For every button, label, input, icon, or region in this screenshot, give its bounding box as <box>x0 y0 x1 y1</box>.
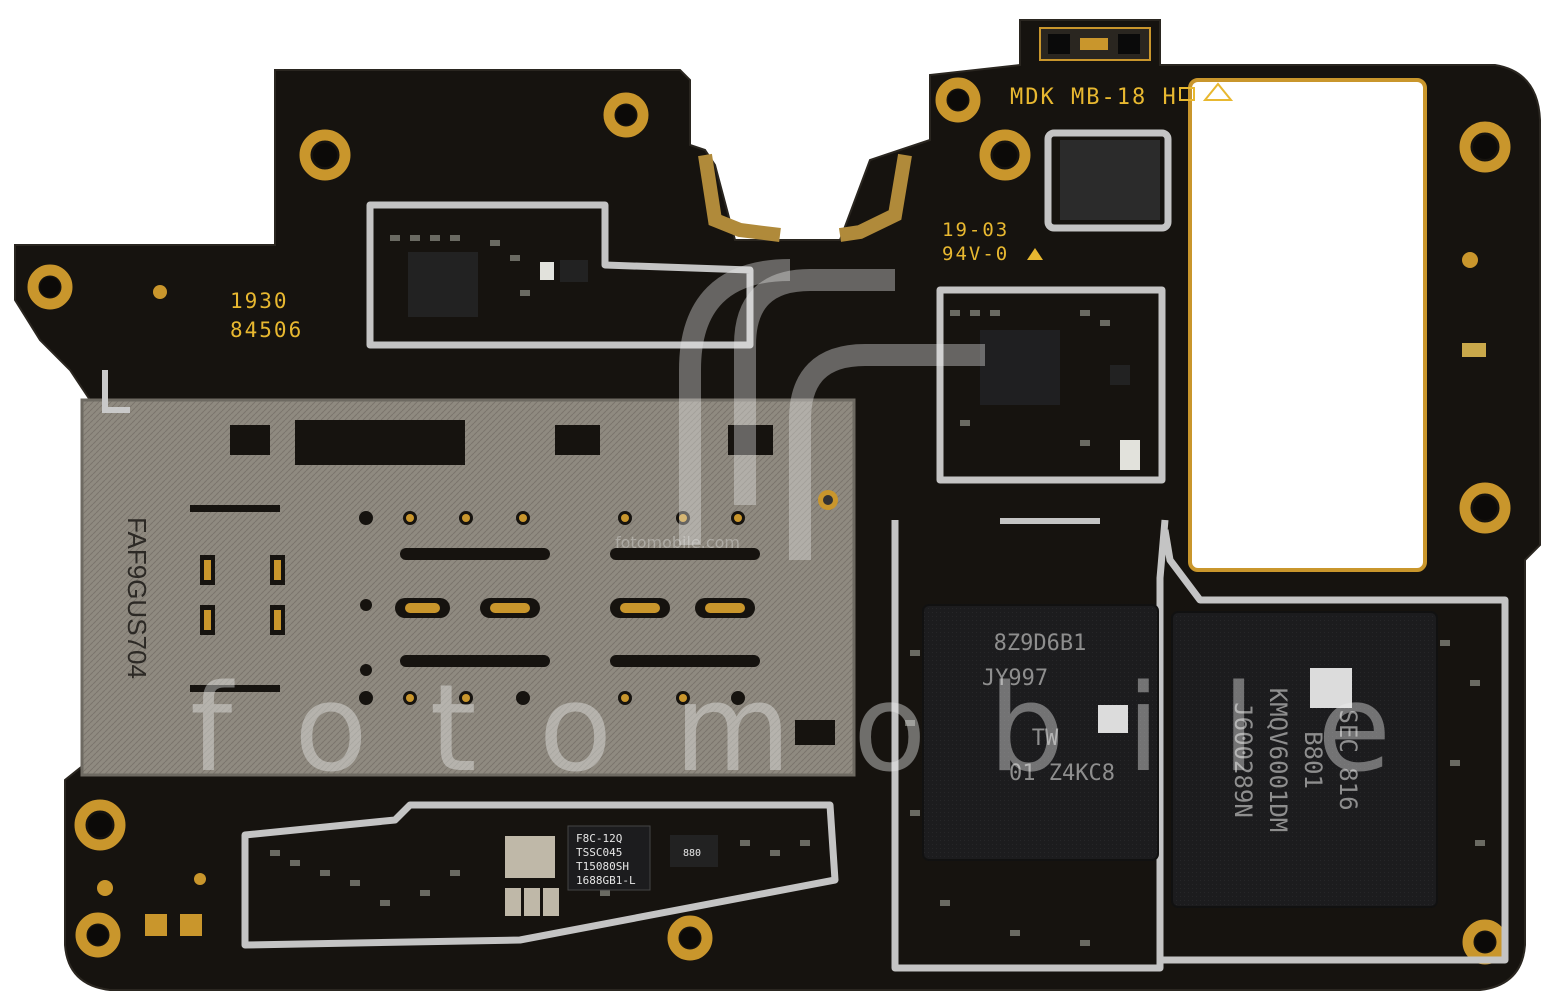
storage-chip-line-2: B801 <box>1299 731 1327 789</box>
silk-flame-rating: 94V-0 <box>942 243 1009 265</box>
ram-chip-line-3: TW <box>1032 726 1059 751</box>
rf-shields <box>241 129 1509 972</box>
pcb-cutout <box>1188 78 1427 572</box>
silk-triangle-mark <box>1202 82 1234 101</box>
pmic-chip-line-3: T15080SH <box>576 860 629 873</box>
storage-chip: SEC 816 B801 KMQV6001DM J600289N <box>1171 611 1438 908</box>
small-chip-label: 880 <box>683 848 701 859</box>
ram-chip-datamatrix <box>1098 705 1128 733</box>
storage-chip-datamatrix <box>1310 668 1352 708</box>
storage-chip-line-3: KMQV6001DM <box>1264 688 1292 833</box>
ram-chip-line-2: JY997 <box>982 666 1048 691</box>
sim-tray: FAF9GUS704 <box>80 370 856 777</box>
passive-grid <box>270 235 1485 946</box>
ram-chip-line-1: 8Z9D6B1 <box>994 631 1087 656</box>
smd-components <box>408 140 1160 916</box>
watermark-logo <box>679 259 985 560</box>
mounting-hole-centers <box>40 90 1497 952</box>
pmic-chip: F8C-12Q TSSC045 T15080SH 1688GB1-L <box>567 825 651 891</box>
pmic-chip-line-1: F8C-12Q <box>576 832 622 845</box>
silk-lot-year: 1930 <box>230 289 289 313</box>
silk-flame-triangle <box>1027 248 1043 260</box>
silk-ul-mark <box>1179 87 1195 101</box>
watermark-text: fotomobile <box>190 660 1453 799</box>
storage-chip-line-4: J600289N <box>1229 702 1257 818</box>
pmic-chip-line-4: 1688GB1-L <box>576 874 636 887</box>
ram-chip-line-4: 01 Z4KC8 <box>1009 761 1115 786</box>
spring-contact-left <box>698 153 781 242</box>
pmic-chip-line-2: TSSC045 <box>576 846 622 859</box>
sim-tray-code: FAF9GUS704 <box>122 517 152 679</box>
silk-lot-number: 84506 <box>230 318 303 342</box>
storage-chip-line-1: SEC 816 <box>1334 709 1362 810</box>
ram-chip: 8Z9D6B1 JY997 TW 01 Z4KC8 <box>922 604 1159 861</box>
watermark-small-text: fotomobile.com <box>615 533 740 552</box>
silk-date-code: 19-03 <box>942 219 1009 241</box>
spring-contact-right <box>838 153 912 242</box>
silk-model: MDK MB-18 H <box>1010 85 1178 110</box>
